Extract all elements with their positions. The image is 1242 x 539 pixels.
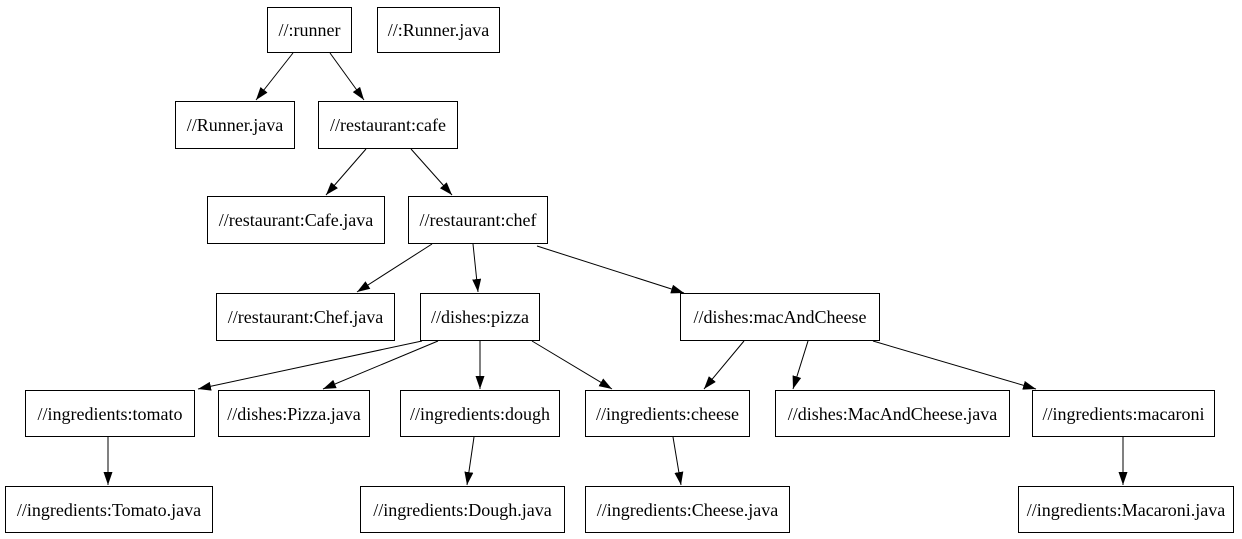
graph-node-label: //:Runner.java <box>387 20 490 40</box>
graph-node-label: //ingredients:tomato <box>37 403 183 424</box>
edge-mac-and-cheese-to-macaroni <box>872 340 1037 390</box>
graph-node-label: //dishes:macAndCheese <box>693 307 867 327</box>
graph-node-label: //restaurant:chef <box>419 210 537 230</box>
graph-node-macaroni: //ingredients:macaroni <box>1032 390 1215 437</box>
graph-node-cheese-java: //ingredients:Cheese.java <box>585 486 790 533</box>
edge-runner-to-cafe <box>329 52 365 101</box>
graph-node-cafe: //restaurant:cafe <box>318 101 458 149</box>
graph-node-label: //:runner <box>278 20 341 40</box>
graph-node-runner-java: //Runner.java <box>175 101 295 149</box>
graph-node-label: //ingredients:dough <box>410 403 550 424</box>
edge-cheese-to-cheese-java <box>672 436 684 486</box>
edge-chef-to-mac-and-cheese <box>536 245 685 294</box>
graph-node-runner-java-root: //:Runner.java <box>377 7 500 53</box>
edge-runner-to-runner-java <box>255 52 294 101</box>
graph-node-label: //ingredients:Cheese.java <box>596 499 779 520</box>
edge-pizza-to-pizza-java <box>322 340 439 390</box>
graph-node-label: //ingredients:cheese <box>596 403 739 424</box>
graph-node-mac-and-cheese: //dishes:macAndCheese <box>680 293 880 341</box>
graph-node-label: //Runner.java <box>186 115 284 135</box>
graph-node-cheese: //ingredients:cheese <box>585 390 750 437</box>
graph-node-tomato-java: //ingredients:Tomato.java <box>5 486 213 533</box>
graph-node-label: //ingredients:macaroni <box>1042 403 1205 424</box>
graph-node-label: //dishes:MacAndCheese.java <box>787 403 998 424</box>
graph-node-label: //restaurant:cafe <box>330 115 446 135</box>
graph-node-label: //dishes:Pizza.java <box>227 403 361 424</box>
edge-mac-and-cheese-to-mac-and-cheese-java <box>792 340 809 390</box>
graph-node-chef: //restaurant:chef <box>408 196 548 244</box>
edge-pizza-to-tomato <box>197 340 423 391</box>
graph-node-chef-java: //restaurant:Chef.java <box>216 293 395 341</box>
graph-node-pizza-java: //dishes:Pizza.java <box>218 390 370 437</box>
edge-chef-to-pizza <box>472 243 482 293</box>
graph-node-dough: //ingredients:dough <box>400 390 560 437</box>
edge-cafe-to-cafe-java <box>325 148 367 196</box>
edge-mac-and-cheese-to-cheese <box>703 340 745 390</box>
graph-node-dough-java: //ingredients:Dough.java <box>360 486 565 533</box>
graph-node-label: //ingredients:Tomato.java <box>16 499 202 520</box>
graph-node-runner: //:runner <box>267 7 352 53</box>
graph-node-cafe-java: //restaurant:Cafe.java <box>207 196 385 244</box>
graph-node-label: //restaurant:Chef.java <box>227 307 384 327</box>
graph-node-macaroni-java: //ingredients:Macaroni.java <box>1018 486 1234 533</box>
graph-node-label: //ingredients:Dough.java <box>373 499 552 520</box>
graph-node-label: //dishes:pizza <box>431 307 529 327</box>
graph-node-label: //ingredients:Macaroni.java <box>1026 499 1226 520</box>
edge-cafe-to-chef <box>410 148 453 196</box>
edge-pizza-to-cheese <box>531 340 613 390</box>
graph-node-tomato: //ingredients:tomato <box>25 390 195 437</box>
graph-node-label: //restaurant:Cafe.java <box>218 210 374 230</box>
edge-dough-to-dough-java <box>464 436 475 486</box>
edge-chef-to-chef-java <box>356 243 433 293</box>
graph-node-mac-and-cheese-java: //dishes:MacAndCheese.java <box>775 390 1010 437</box>
graph-node-pizza: //dishes:pizza <box>420 293 540 341</box>
